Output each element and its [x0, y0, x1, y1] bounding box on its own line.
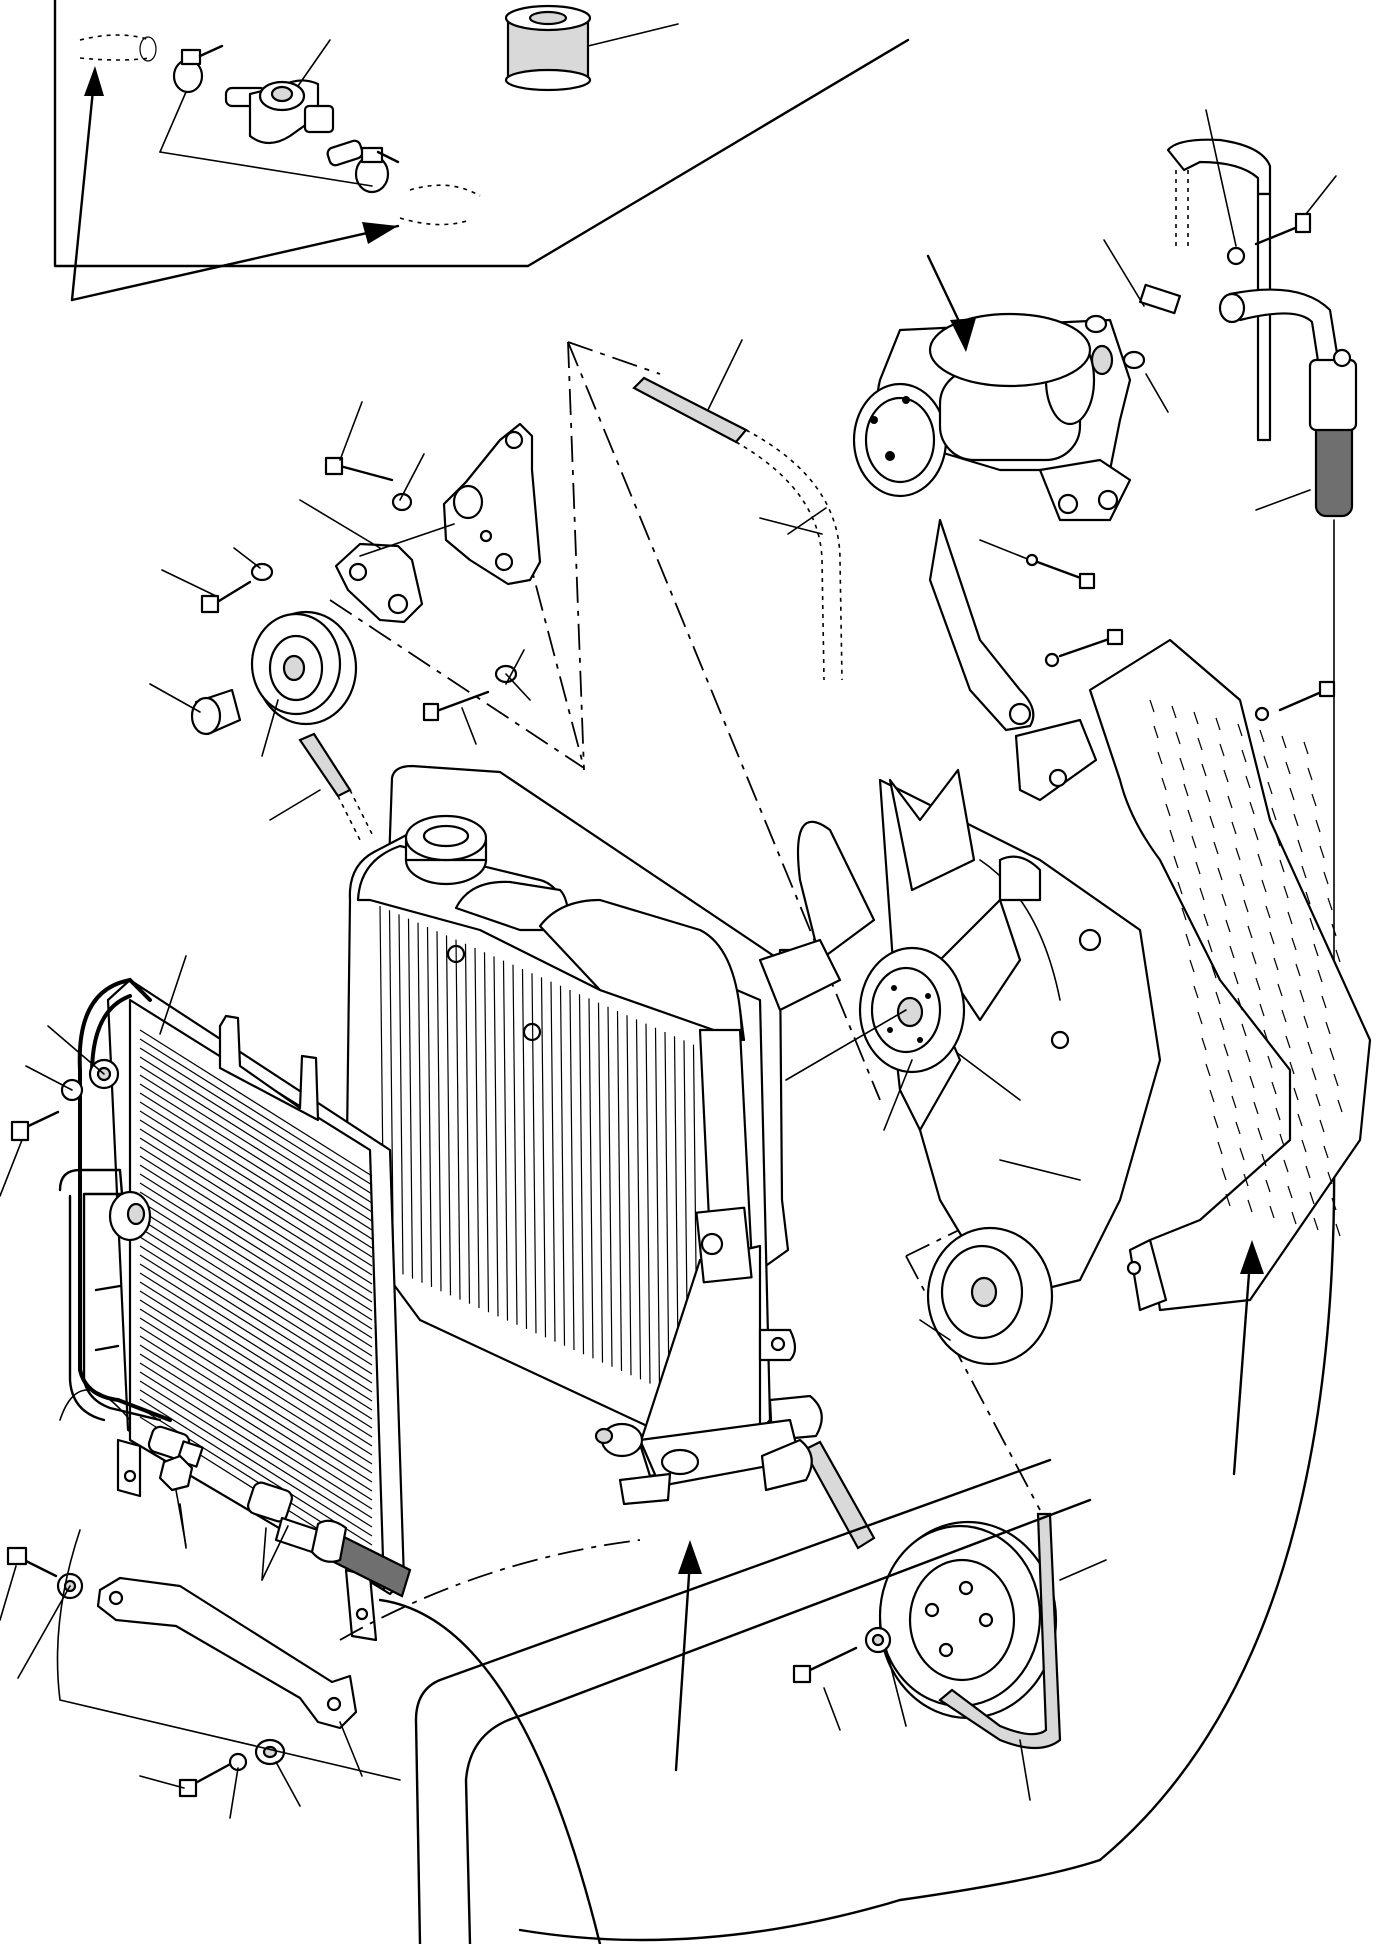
compressor-icon [852, 312, 1132, 522]
pulley-icon [878, 1520, 1058, 1720]
belt-icon [802, 1440, 1107, 1801]
bracket-icon [928, 518, 1035, 732]
bolt-icon [1044, 628, 1124, 668]
frame-icon [56, 1389, 1102, 1944]
bolt-icon [1025, 553, 1096, 590]
belt-icon [269, 732, 373, 841]
bolt-icon [1254, 680, 1336, 722]
bolt-icon [161, 547, 274, 614]
hose-clamp-icon [159, 91, 400, 194]
cylinder-icon [504, 4, 679, 92]
hose-clamp-icon [172, 44, 224, 94]
hose-icon [632, 376, 843, 681]
radiator-icon [344, 764, 823, 1506]
hose-stub-icon [399, 184, 481, 226]
arrow-icon [674, 1540, 702, 1772]
detail-inset [53, 0, 910, 302]
leader-lines [179, 1503, 267, 1581]
nut-icon [158, 1454, 194, 1547]
shroud-icon [1014, 638, 1372, 1312]
hose-stub-icon [79, 34, 157, 62]
bracket-icon [299, 499, 455, 624]
bolt-icon [139, 1721, 363, 1819]
bracket-icon [442, 422, 542, 586]
pulley-icon [149, 610, 358, 757]
bolt-icon [792, 1626, 907, 1731]
hose-icon [247, 1481, 412, 1598]
arrow-icon [1232, 1240, 1264, 1476]
shroud-hatch [1149, 699, 1343, 1237]
condenser-icon [0, 955, 406, 1642]
bolt-icon [324, 401, 425, 512]
pulley-icon [919, 1226, 1054, 1366]
leader-lines [705, 239, 1311, 535]
bar-icon [96, 1576, 358, 1730]
arrow-icon [926, 254, 976, 352]
fan-icon [758, 768, 1022, 1132]
bolt-icon [422, 649, 531, 745]
hose-icon [1084, 109, 1358, 1862]
hose-icon [760, 1438, 813, 1492]
valve-icon [224, 39, 364, 167]
